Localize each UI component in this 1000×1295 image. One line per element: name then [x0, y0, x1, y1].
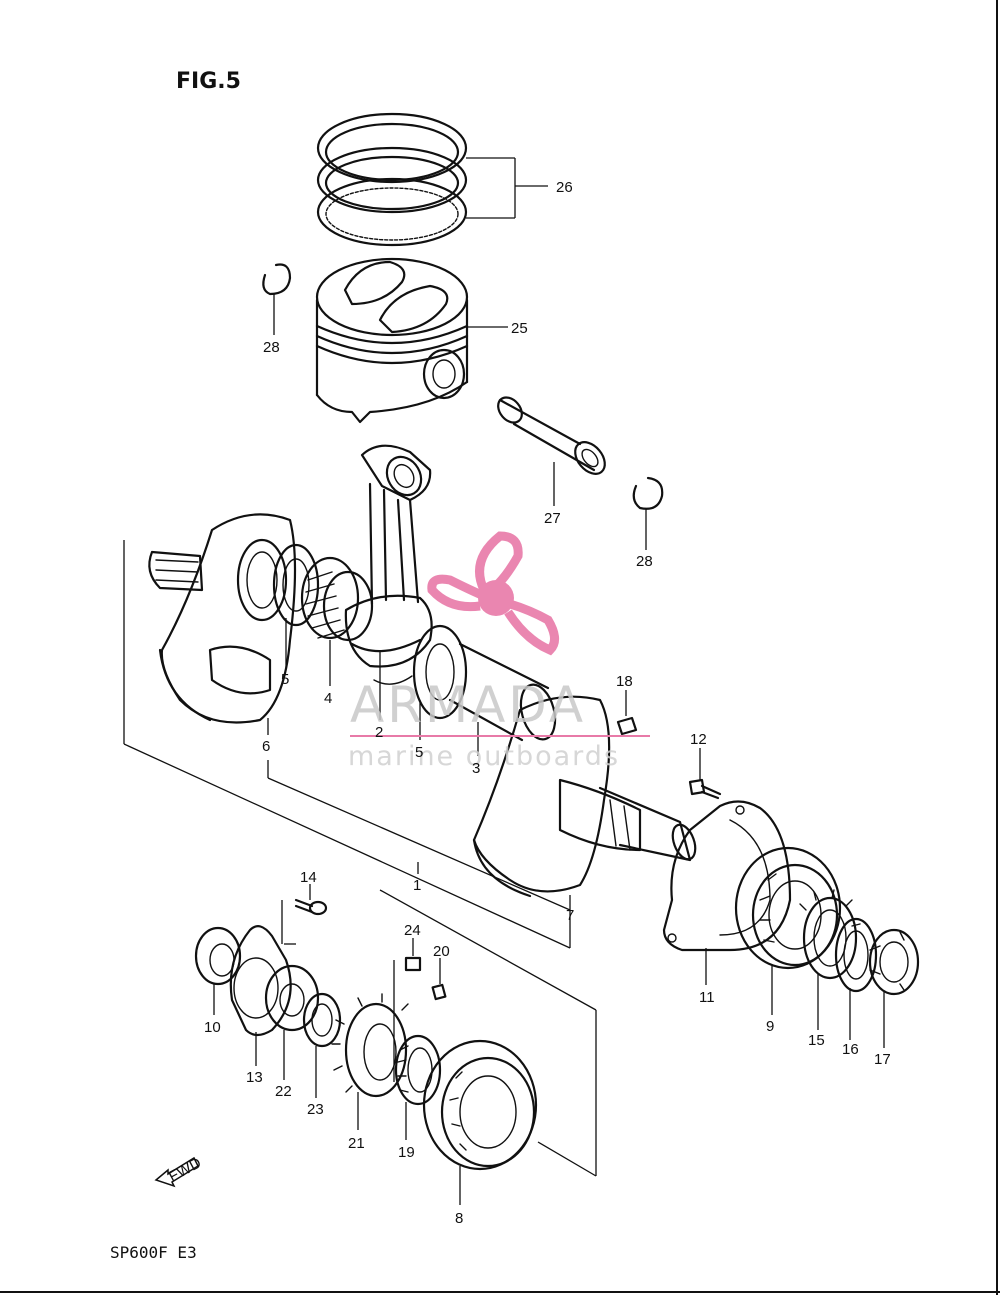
watermark-logo [427, 531, 559, 656]
callout-14: 14 [300, 869, 317, 886]
crankshaft-right [472, 695, 697, 900]
lower-bracket [284, 889, 597, 1177]
callout-7: 7 [566, 907, 574, 924]
assembly-bracket [123, 540, 571, 949]
main-bearing-right [734, 846, 842, 1015]
callout-26: 26 [556, 179, 573, 196]
piston [315, 257, 508, 424]
callout-18: 18 [616, 673, 633, 690]
callout-20: 20 [433, 943, 450, 960]
needle-bearing [300, 556, 374, 686]
callout-28-lower: 28 [636, 553, 653, 570]
fwd-label: FWD [166, 1154, 204, 1185]
callout-25: 25 [511, 320, 528, 337]
needle-bearing-19 [394, 1034, 442, 1140]
circlip-lower [632, 476, 664, 550]
thrust-washer-left [272, 543, 320, 668]
woodruff-key [616, 690, 638, 736]
callout-21: 21 [348, 1135, 365, 1152]
callout-labels: 26 25 28 27 28 5 4 2 6 5 3 18 12 1 7 14 … [204, 179, 891, 1227]
callout-4: 4 [324, 690, 332, 707]
model-code: SP600F E3 [110, 1243, 197, 1262]
callout-2: 2 [375, 724, 383, 741]
callout-23: 23 [307, 1101, 324, 1118]
pin-24 [404, 938, 422, 972]
callout-8: 8 [455, 1210, 463, 1227]
crankshaft-left [148, 513, 297, 735]
callout-15: 15 [808, 1032, 825, 1049]
drive-gear-21 [331, 993, 409, 1130]
watermark-brand: ARMADA [350, 676, 586, 734]
callout-10: 10 [204, 1019, 221, 1036]
watermark-tagline: marine outboards [348, 741, 620, 772]
callout-5-left: 5 [281, 671, 289, 688]
callout-9: 9 [766, 1018, 774, 1035]
retainer-plate-13 [229, 900, 292, 1066]
callout-11: 11 [699, 989, 715, 1006]
callout-16: 16 [842, 1041, 859, 1058]
spacer-ring [834, 917, 878, 1040]
callout-12: 12 [690, 731, 707, 748]
callout-24: 24 [404, 922, 421, 939]
bolt-12 [688, 748, 722, 800]
main-bearing-8 [422, 1039, 538, 1205]
fwd-arrow: FWD [154, 1154, 204, 1188]
callout-17: 17 [874, 1051, 891, 1068]
callout-19: 19 [398, 1144, 415, 1161]
callout-28-upper: 28 [263, 339, 280, 356]
oil-seal-10 [194, 926, 242, 1015]
piston-pin [497, 396, 606, 506]
washer-23 [302, 992, 342, 1098]
callout-5-right: 5 [415, 744, 423, 761]
piston-rings [316, 112, 548, 247]
callout-22: 22 [275, 1083, 292, 1100]
figure-title: FIG.5 [176, 69, 241, 94]
callout-6: 6 [262, 738, 270, 755]
pin-20 [431, 958, 447, 1001]
callout-1: 1 [413, 877, 421, 894]
thrust-washer-right [412, 624, 468, 740]
seal-plate [662, 800, 792, 985]
lock-washer [799, 889, 861, 1030]
lock-nut [868, 928, 920, 1048]
callout-27: 27 [544, 510, 561, 527]
callout-3: 3 [472, 760, 480, 777]
callout-13: 13 [246, 1069, 263, 1086]
circlip-upper [262, 263, 292, 335]
connecting-rod [344, 444, 433, 720]
nut-22 [264, 964, 320, 1080]
crank-pin [448, 642, 557, 756]
screw-14 [294, 884, 328, 916]
